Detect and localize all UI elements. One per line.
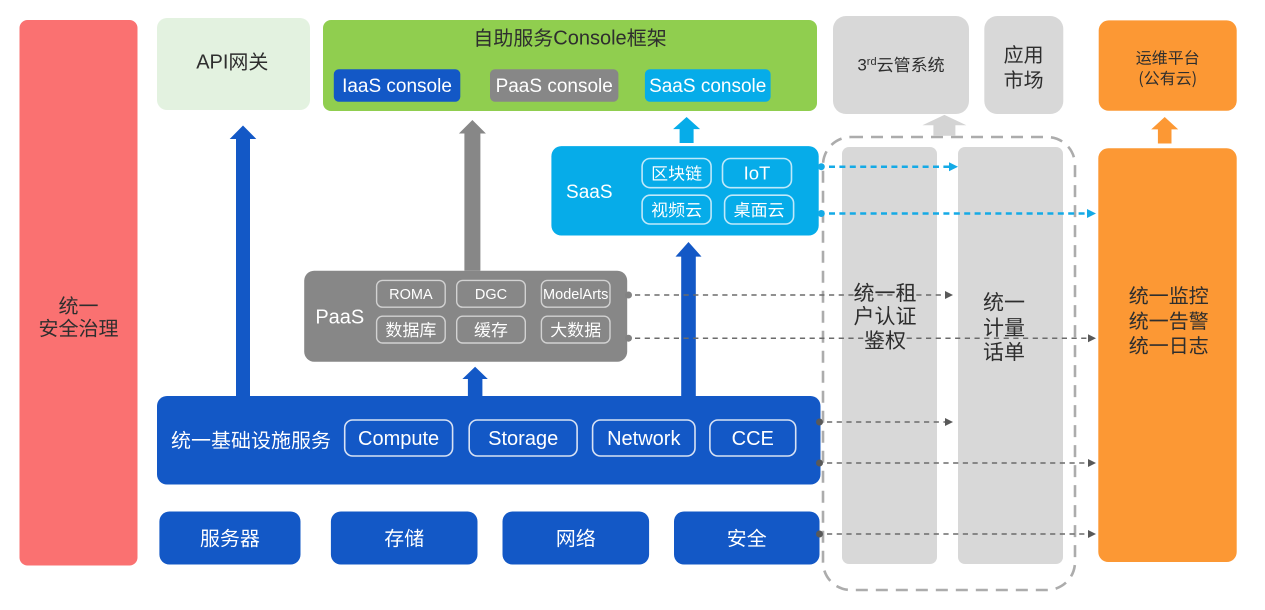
svg-text:IoT: IoT [744,163,771,184]
svg-text:IaaS console: IaaS console [342,76,452,97]
svg-text:SaaS console: SaaS console [649,76,766,97]
svg-text:3: 3 [857,56,866,75]
svg-text:Storage: Storage [488,428,558,450]
svg-text:rd: rd [867,56,877,68]
svg-text:Network: Network [607,428,681,450]
svg-text:Compute: Compute [358,428,439,450]
svg-text:PaaS: PaaS [315,306,364,328]
svg-text:DGC: DGC [475,287,507,303]
svg-text:SaaS: SaaS [566,182,612,203]
svg-text:ROMA: ROMA [389,287,433,303]
svg-text:CCE: CCE [732,428,774,450]
svg-text:API: API [196,52,228,74]
svg-text:Console: Console [553,28,626,50]
svg-text:ModelArts: ModelArts [543,287,608,303]
svg-text:PaaS console: PaaS console [496,76,613,97]
